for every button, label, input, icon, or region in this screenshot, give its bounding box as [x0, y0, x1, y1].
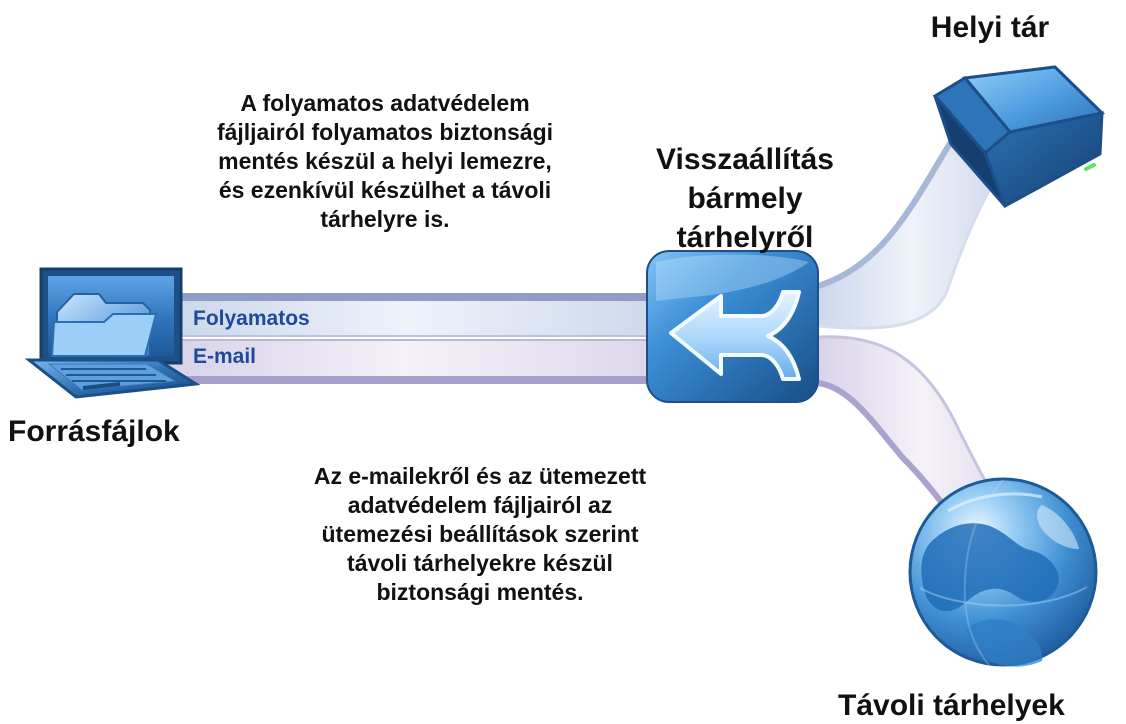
email-stream-band: [158, 339, 655, 384]
remote-storage-label: Távoli tárhelyek: [838, 689, 1065, 722]
local-storage-label: Helyi tár: [930, 11, 1050, 44]
source-files-label: Forrásfájlok: [8, 415, 180, 448]
email-stream-label: E-mail: [193, 345, 257, 368]
restore-arrow-icon: [646, 250, 819, 403]
restore-from-any-storage-label: Visszaállítás bármely tárhelyről: [656, 143, 834, 254]
globe-icon: [908, 477, 1098, 667]
local-storage-box-icon: [932, 65, 1106, 209]
continuous-stream-band: [158, 293, 655, 337]
email-and-scheduled-protection-description: Az e-mailekről és az ütemezett adatvédel…: [313, 463, 647, 605]
continuous-protection-description: A folyamatos adatvédelem fájljairól foly…: [216, 90, 554, 232]
continuous-stream-label: Folyamatos: [193, 307, 310, 330]
laptop-folder-icon: [24, 267, 201, 399]
